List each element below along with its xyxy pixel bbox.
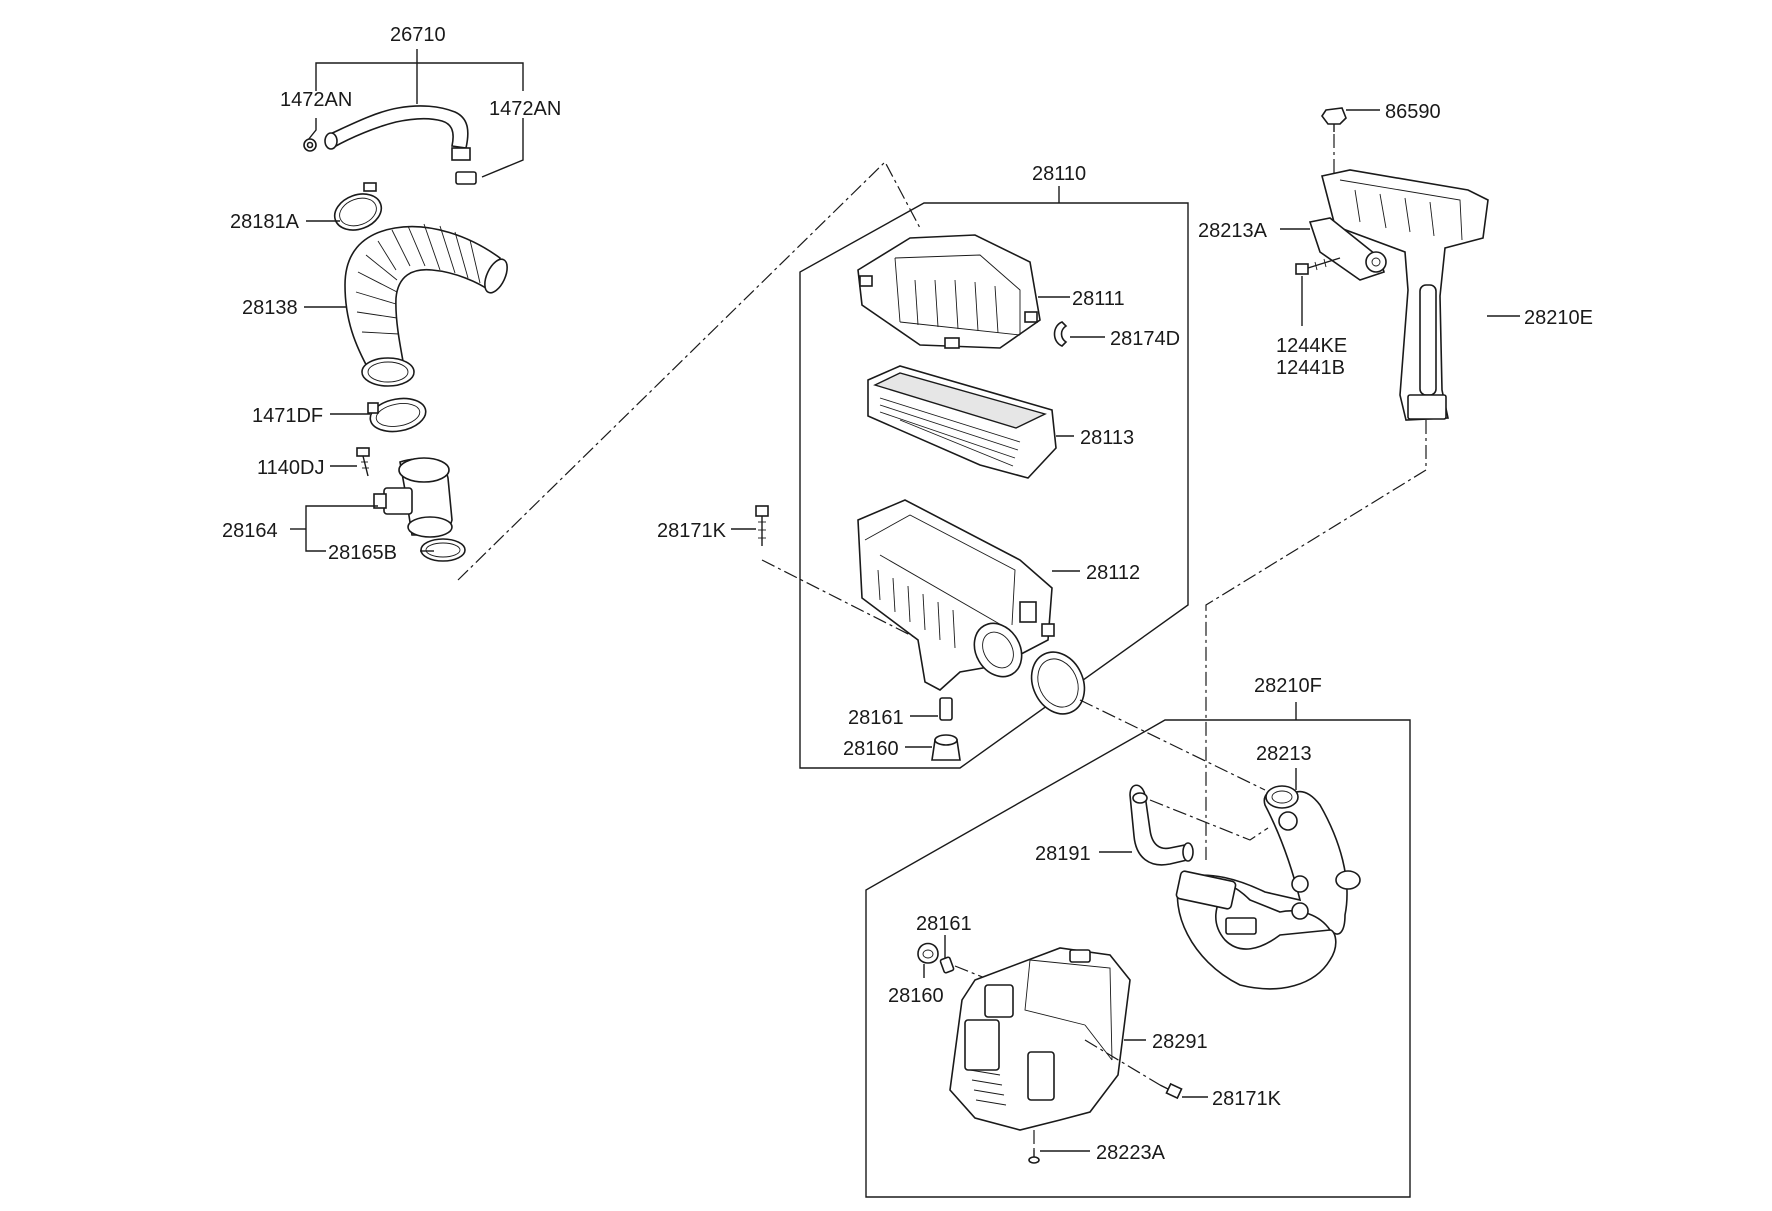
air-duct-hose-28138 — [344, 223, 508, 387]
air-cleaner-cover-28111 — [857, 234, 1041, 349]
clip-86590 — [1321, 107, 1347, 132]
label-28213A: 28213A — [1198, 220, 1268, 242]
label-28213: 28213 — [1256, 743, 1312, 765]
hose-clamp-28181A — [333, 182, 383, 231]
bushing-28161-upper — [939, 697, 953, 721]
label-28165B: 28165B — [328, 542, 397, 564]
screw-28223A — [1028, 1130, 1040, 1164]
air-cleaner-lower-case-28112 — [857, 499, 1055, 691]
label-28291: 28291 — [1152, 1031, 1208, 1053]
duct-gasket-ring — [1030, 651, 1086, 715]
air-cleaner-assembly-group — [731, 186, 1266, 791]
label-28161-upper: 28161 — [848, 707, 904, 729]
bolt-28171K-lower — [1084, 1039, 1183, 1100]
bushing-28161-lower — [939, 956, 955, 974]
label-28174D: 28174D — [1110, 328, 1180, 350]
bolt-1244KE — [1295, 257, 1341, 275]
label-28210F: 28210F — [1254, 675, 1322, 697]
label-28161-lower: 28161 — [916, 913, 972, 935]
resonator-assembly-group — [865, 702, 1411, 1198]
label-28181A: 28181A — [230, 211, 300, 233]
gasket-28165B — [420, 538, 466, 562]
resonator-28291 — [949, 947, 1131, 1131]
air-filter-element-28113 — [867, 365, 1057, 479]
label-26710: 26710 — [390, 24, 446, 46]
part-labels: 26710 1472AN 1472AN 28181A 28138 1471DF … — [222, 24, 1593, 1164]
label-28191: 28191 — [1035, 843, 1091, 865]
label-1472AN-left: 1472AN — [280, 89, 352, 111]
label-12441B: 12441B — [1276, 357, 1345, 379]
upper-intake-duct-group — [1205, 107, 1520, 860]
label-28171K-lower: 28171K — [1212, 1088, 1282, 1110]
hose-28191 — [1129, 784, 1194, 866]
grommet-28160-lower — [917, 942, 939, 964]
label-28210E: 28210E — [1524, 307, 1593, 329]
label-28160-lower: 28160 — [888, 985, 944, 1007]
label-28110: 28110 — [1032, 163, 1086, 185]
bolt-28171K-upper — [755, 505, 769, 546]
label-86590: 86590 — [1385, 101, 1441, 123]
label-28111: 28111 — [1072, 288, 1125, 310]
breather-hose-26710 — [303, 105, 477, 185]
label-1140DJ: 1140DJ — [257, 457, 324, 479]
bolt-1140DJ — [356, 447, 370, 477]
label-28113: 28113 — [1080, 427, 1134, 449]
hose-clamp-1471DF — [367, 397, 427, 433]
clip-28174D — [1053, 321, 1068, 347]
label-1244KE: 1244KE — [1276, 335, 1347, 357]
left-intake-group — [290, 49, 921, 581]
label-28171K-upper: 28171K — [657, 520, 727, 542]
label-28160-upper: 28160 — [843, 738, 899, 760]
resonator-duct-28213 — [1175, 785, 1361, 990]
label-28223A: 28223A — [1096, 1142, 1166, 1164]
label-1472AN-right: 1472AN — [489, 98, 561, 120]
label-1471DF: 1471DF — [252, 405, 323, 427]
label-28164: 28164 — [222, 520, 278, 542]
label-28112: 28112 — [1086, 562, 1140, 584]
bracket-28213A — [1308, 217, 1387, 281]
air-intake-duct-28210E — [1321, 169, 1489, 421]
air-flow-sensor-28164 — [373, 457, 453, 538]
label-28138: 28138 — [242, 297, 298, 319]
